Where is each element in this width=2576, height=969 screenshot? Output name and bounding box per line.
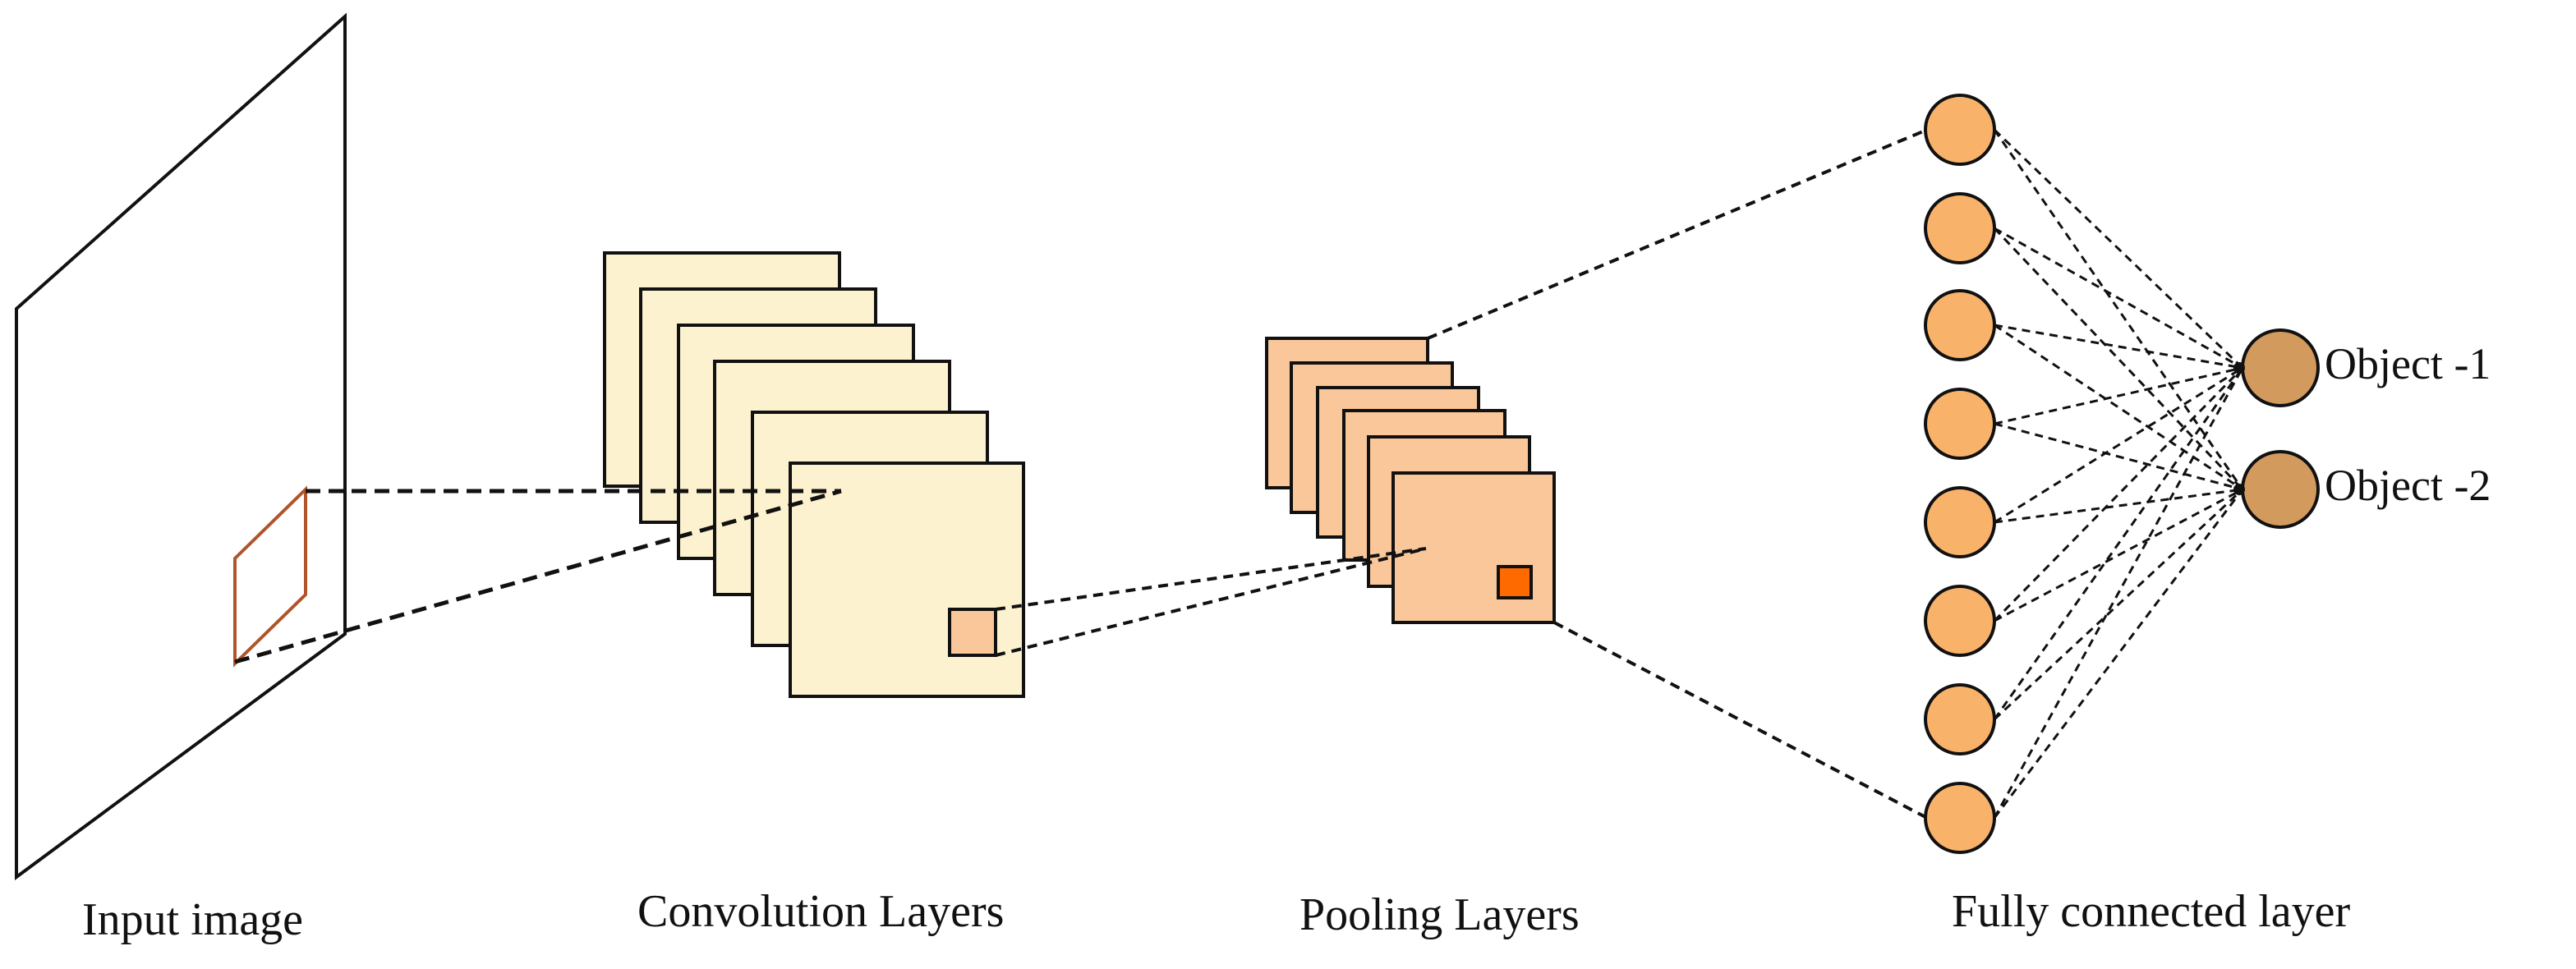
pool-feature-map-front (1392, 471, 1556, 624)
fc-output-connection (1994, 488, 2243, 622)
fc-output-connection (1994, 488, 2243, 524)
fc-output-connection (1993, 128, 2244, 370)
fc-neuron (1924, 192, 1996, 264)
fc-neuron (1924, 585, 1996, 657)
input-image-plane (15, 12, 347, 880)
caption-input-image: Input image (82, 894, 304, 945)
fc-output-connection (1993, 367, 2244, 720)
caption-fully-connected-layer: Fully connected layer (1952, 886, 2351, 937)
fc-output-connection (1993, 488, 2244, 721)
pooling-layer-stack (1265, 337, 1556, 624)
fc-neuron (1924, 289, 1996, 361)
pool-to-fc-connector (1553, 621, 1928, 820)
convolution-layer-stack (603, 251, 1025, 698)
output-neuron (2241, 328, 2320, 407)
fc-to-output-connections (1993, 128, 2244, 819)
fc-neuron (1924, 388, 1996, 460)
fc-neuron (1924, 782, 1996, 854)
fc-output-connection (1993, 227, 2244, 491)
output-label-object-2: Object -2 (2325, 461, 2491, 510)
caption-convolution-layers: Convolution Layers (637, 886, 1005, 937)
output-neuron (2241, 450, 2320, 529)
input-receptive-window (233, 485, 307, 668)
fc-output-connection (1994, 422, 2243, 491)
fc-output-connection (1993, 367, 2244, 819)
fc-output-connection (1994, 324, 2243, 491)
conv-to-pool-connector (995, 547, 1427, 611)
fc-output-connection (1994, 227, 2243, 370)
pool-patch (1497, 565, 1533, 599)
fc-neuron (1924, 486, 1996, 558)
fc-output-connection (1994, 324, 2243, 370)
pool-to-fc-connector (1427, 128, 1928, 340)
fc-output-connection (1994, 366, 2243, 524)
caption-pooling-layers: Pooling Layers (1300, 889, 1580, 940)
conv-to-pool-connector (995, 547, 1427, 657)
fc-neuron (1924, 683, 1996, 755)
fully-connected-layer (1924, 94, 1996, 854)
conv-feature-map-front (789, 462, 1025, 698)
output-junction-dot (2233, 362, 2245, 374)
fc-output-connection (1993, 489, 2244, 819)
fc-neuron (1924, 94, 1996, 166)
output-layer (2233, 328, 2320, 529)
output-junction-dot (2233, 484, 2245, 495)
conv-patch (948, 608, 997, 657)
fc-output-connection (1994, 366, 2243, 425)
fc-output-connection (1993, 129, 2244, 490)
input-to-conv-connector (234, 489, 842, 664)
output-label-object-1: Object -1 (2325, 339, 2491, 388)
fc-output-connection (1993, 366, 2244, 622)
